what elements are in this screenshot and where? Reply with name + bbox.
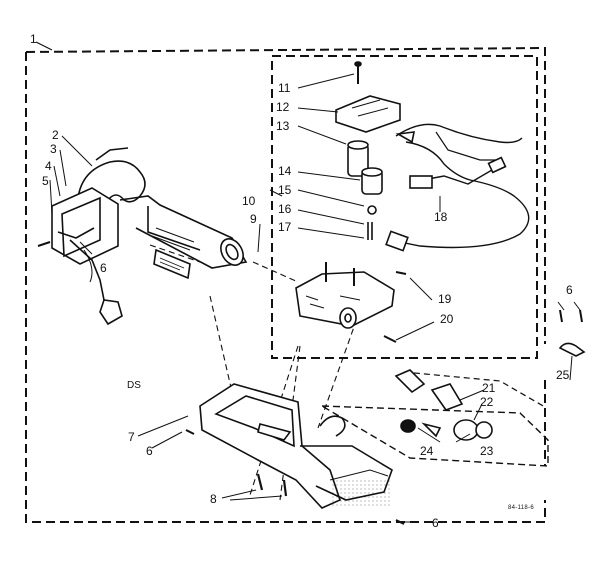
callout-25: 25 <box>556 368 570 382</box>
callout-6-right: 6 <box>566 283 573 297</box>
callout-5: 5 <box>42 174 49 188</box>
lower-bracket-assembly <box>199 383 393 509</box>
outer-frame <box>25 46 546 523</box>
inner-frame <box>271 55 538 359</box>
left-handle-assembly <box>51 147 248 326</box>
callout-3: 3 <box>50 142 57 156</box>
callout-23: 23 <box>480 444 494 458</box>
leader-lines <box>49 73 581 523</box>
callout-18: 18 <box>434 210 448 224</box>
callout-7: 7 <box>128 430 135 444</box>
callout-4: 4 <box>45 159 52 173</box>
callout-11: 11 <box>278 81 291 95</box>
callout-6-lower: 6 <box>146 444 153 458</box>
callout-24: 24 <box>420 444 434 458</box>
callout-2: 2 <box>52 128 59 142</box>
callout-1: 1 <box>30 32 37 46</box>
callout-17: 17 <box>278 220 292 234</box>
callout-14: 14 <box>278 164 292 178</box>
figure-code: 84-118-6 <box>508 505 534 511</box>
callout-15: 15 <box>278 183 292 197</box>
sensor-assembly <box>295 61 530 343</box>
callout-9: 9 <box>250 212 257 226</box>
callout-19: 19 <box>438 292 452 306</box>
callout-21: 21 <box>482 381 496 395</box>
right-small-parts <box>394 309 586 441</box>
callout-20: 20 <box>440 312 454 326</box>
callout-6-left: 6 <box>100 261 107 275</box>
section-label: DS <box>127 380 141 391</box>
callout-10: 10 <box>242 194 256 208</box>
callout-16: 16 <box>278 202 292 216</box>
callout-13: 13 <box>276 119 290 133</box>
subassembly-frame <box>321 405 549 467</box>
callout-22: 22 <box>480 395 494 409</box>
callout-12: 12 <box>276 100 290 114</box>
callout-8: 8 <box>210 492 217 506</box>
callout-6-bottom: 6 <box>432 516 439 530</box>
